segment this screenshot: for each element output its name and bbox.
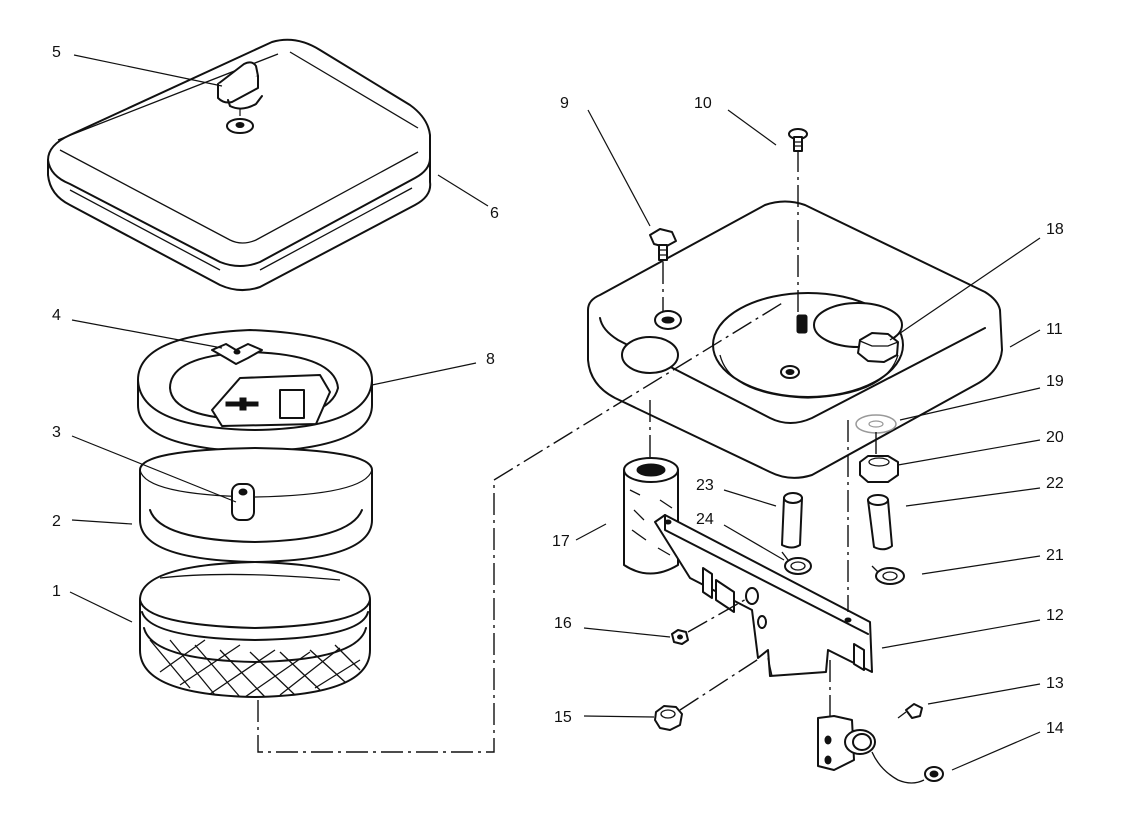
screw-10 [788,128,808,152]
tube [231,483,255,521]
small-screw [897,703,923,719]
callout-16: 16 [554,615,572,632]
callout-19: 19 [1046,373,1064,390]
callout-5: 5 [52,44,61,61]
callout-1: 1 [52,583,61,600]
callout-8: 8 [486,351,495,368]
callout-17: 17 [552,533,570,550]
callout-18: 18 [1046,221,1064,238]
cap-with-tether [871,751,944,784]
filter-element [139,561,371,698]
nut-16 [671,629,689,645]
assembly-centerlines [257,150,877,753]
clamp-21 [871,565,905,585]
leader-lines [69,54,1041,771]
callout-2: 2 [52,513,61,530]
base-plate [587,200,1003,479]
hose-22 [867,494,893,551]
callout-4: 4 [52,307,61,324]
callout-15: 15 [554,709,572,726]
callout-9: 9 [560,95,569,112]
base-nut [857,332,899,363]
callout-10: 10 [694,95,712,112]
callout-23: 23 [696,477,714,494]
callout-11: 11 [1046,321,1063,338]
callout-12: 12 [1046,607,1064,624]
washer [855,414,897,434]
callout-22: 22 [1046,475,1064,492]
callout-labels: 5 6 4 8 3 2 1 9 10 18 11 19 20 22 21 12 … [52,44,1064,737]
indicator-bracket [817,715,876,771]
callout-24: 24 [696,511,714,528]
safety-element [139,447,373,563]
callout-3: 3 [52,424,61,441]
precleaner [137,329,373,453]
clamp-24 [781,551,812,575]
mounting-bracket [654,514,873,677]
hex-nut [859,455,899,483]
callout-21: 21 [1046,547,1064,564]
cover-knob [217,61,263,134]
callout-13: 13 [1046,675,1064,692]
screw-9 [649,228,677,261]
wing-nut [211,343,263,365]
callout-20: 20 [1046,429,1064,446]
nut-15 [654,705,683,731]
callout-6: 6 [490,205,499,222]
callout-14: 14 [1046,720,1064,737]
sleeve [623,457,679,575]
filter-mesh [149,639,361,698]
hose-23 [781,492,803,549]
